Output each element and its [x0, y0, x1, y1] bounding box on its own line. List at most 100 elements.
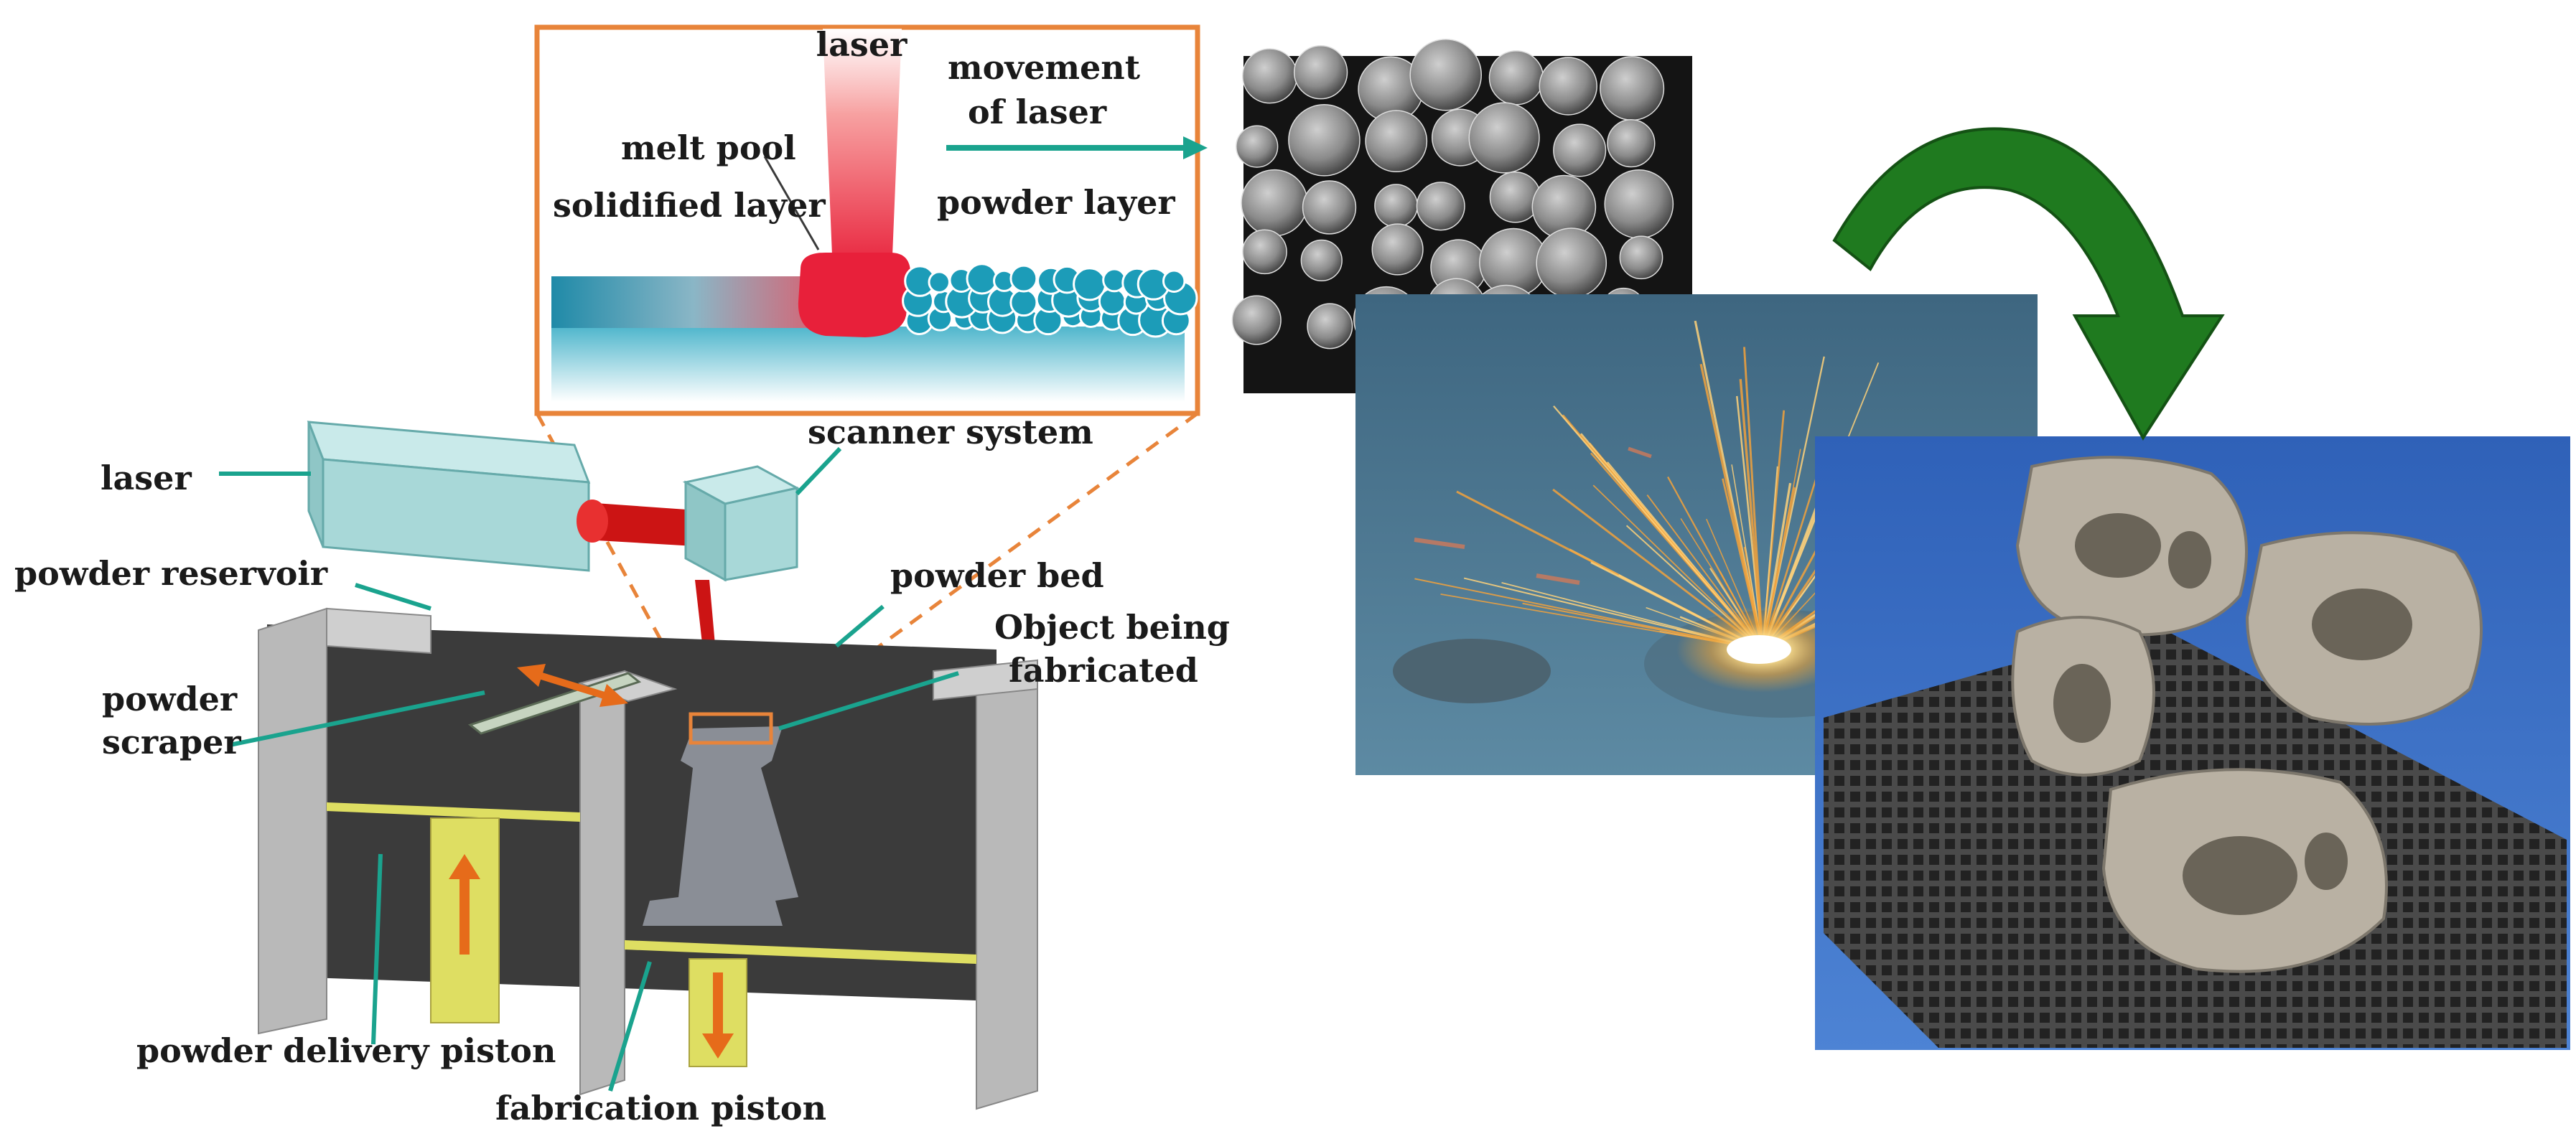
spark-ray	[1699, 363, 1764, 650]
sem-particle	[1288, 104, 1361, 177]
sem-particle	[1536, 228, 1607, 299]
label-delivery-piston: powder delivery piston	[136, 1031, 556, 1070]
powder-particle	[1009, 264, 1038, 293]
scanner-front	[724, 487, 798, 581]
label-scraper-line2: scraper	[102, 723, 241, 761]
label-laser-beam: laser	[816, 25, 907, 64]
sem-particle	[1553, 123, 1607, 177]
printed-parts-photo	[1815, 436, 2570, 1050]
laser-beam	[823, 29, 902, 273]
spark-core	[1727, 635, 1791, 664]
label-melt-pool: melt pool	[621, 128, 796, 167]
label-movement: movement	[948, 48, 1141, 87]
sem-particle	[1241, 169, 1308, 237]
hole-3	[2312, 589, 2412, 660]
ember-2	[1536, 573, 1580, 585]
fabricated-object	[643, 726, 798, 926]
hole-4	[2053, 664, 2111, 743]
powder-particle	[966, 263, 998, 295]
label-object-line2: fabricated	[1009, 651, 1198, 690]
leader-fabrication-piston	[608, 961, 652, 1092]
ember-3	[1628, 446, 1652, 459]
powder-particle	[1162, 269, 1186, 293]
melt-pool	[798, 253, 911, 337]
sem-particle	[1293, 45, 1348, 100]
label-powder-layer: powder layer	[937, 183, 1175, 222]
delivery-platform	[327, 802, 580, 822]
sem-particle	[1488, 50, 1544, 106]
label-scraper-line1: powder	[102, 680, 238, 718]
substrate	[551, 327, 1185, 402]
label-solidified-layer: solidified layer	[553, 186, 826, 225]
sem-particle	[1302, 180, 1357, 235]
laser-aperture	[577, 500, 608, 543]
hole-6	[2305, 833, 2348, 890]
sem-particle	[1539, 57, 1597, 116]
laser-source-side	[307, 421, 325, 548]
sem-particle	[1604, 169, 1674, 239]
sem-particle	[1374, 184, 1418, 228]
leader-scraper	[229, 690, 485, 747]
middle-wall-front	[579, 670, 625, 1096]
movement-arrow-head	[1183, 136, 1208, 159]
powder-particle	[928, 271, 951, 294]
scraper-arrow-right	[599, 684, 628, 707]
process-flow-arrow	[1832, 127, 2225, 441]
sem-particle	[1231, 295, 1282, 345]
sem-particle	[1600, 56, 1665, 121]
lattice-holes	[2053, 513, 2412, 915]
solidified-layer	[551, 276, 810, 328]
sem-particle	[1242, 229, 1287, 275]
sem-particle	[1371, 223, 1424, 276]
sem-particle	[1416, 182, 1465, 231]
leader-scanner	[795, 446, 842, 496]
fabrication-down-arrow-head	[702, 1033, 734, 1059]
sem-particle	[1242, 48, 1298, 104]
right-wall-top	[933, 659, 1038, 701]
powder-scraper	[467, 672, 642, 735]
sem-particle	[1468, 102, 1540, 174]
label-of-laser: of laser	[968, 93, 1107, 131]
ember-1	[1414, 538, 1465, 549]
sem-particle	[1409, 38, 1483, 111]
label-laser-source: laser	[101, 459, 192, 497]
spark-ray	[1553, 405, 1763, 650]
sem-particle	[1619, 235, 1663, 280]
left-wall-top	[326, 607, 431, 655]
right-wall-front	[976, 659, 1038, 1110]
delivery-up-arrow-head	[449, 854, 480, 879]
scraper-arrow-left	[517, 664, 546, 687]
spark-photo-track-1	[1393, 639, 1551, 703]
label-powder-bed: powder bed	[890, 556, 1104, 595]
powder-particle	[1073, 267, 1107, 301]
sem-particle	[1307, 303, 1353, 350]
powder-particles	[902, 263, 1198, 338]
leader-delivery-piston	[371, 853, 383, 1045]
label-powder-reservoir: powder reservoir	[14, 554, 328, 593]
sem-particle	[1365, 110, 1428, 173]
sem-particle	[1300, 239, 1343, 281]
label-object-line1: Object being	[994, 608, 1230, 647]
hole-5	[2183, 836, 2297, 915]
melt-pool-inset: laser movement of laser melt pool solidi…	[534, 24, 1208, 416]
leader-powder-bed	[835, 604, 885, 648]
label-scanner-system: scanner system	[808, 413, 1093, 451]
powder-particle	[1009, 289, 1038, 317]
fabrication-platform	[625, 940, 976, 964]
sem-particle	[1236, 125, 1279, 168]
melt-pool-leader	[763, 156, 820, 250]
laser-beam-horizontal	[585, 502, 707, 547]
spark-ray	[1739, 379, 1764, 650]
leader-object	[778, 671, 959, 731]
hole-2	[2168, 531, 2211, 589]
sem-particle	[1607, 118, 1656, 168]
focus-box	[689, 712, 773, 745]
leader-reservoir	[355, 583, 431, 611]
scraper-arrow-shaft	[536, 671, 608, 700]
slm-machine: scanner system laser powder reservoir po…	[14, 413, 1230, 1127]
delivery-piston	[430, 817, 500, 1023]
label-fabrication-piston: fabrication piston	[495, 1089, 826, 1127]
hole-1	[2075, 513, 2161, 578]
left-wall-front	[258, 607, 327, 1035]
